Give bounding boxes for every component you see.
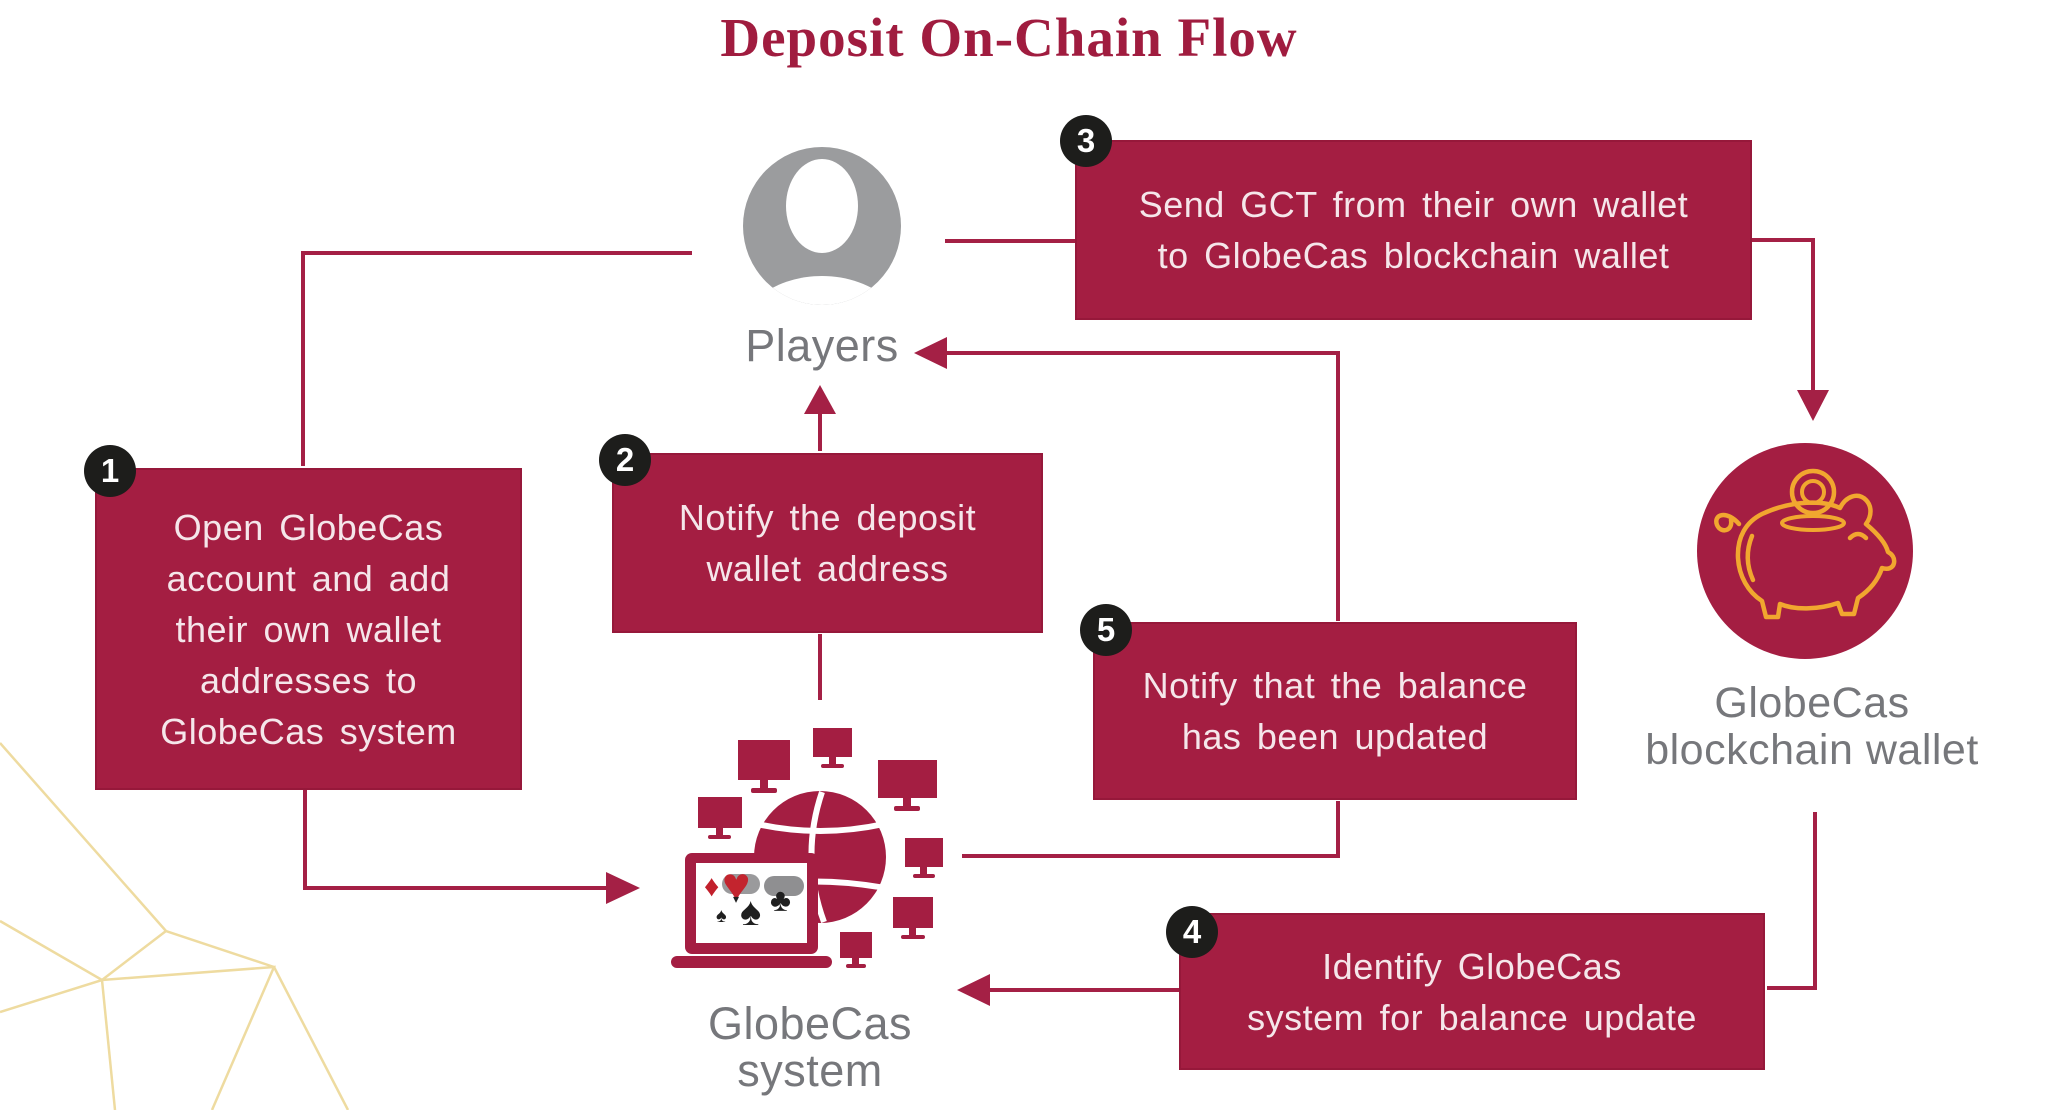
step3-box: Send GCT from their own wallet to GlobeC…	[1075, 140, 1752, 320]
step1-text-line: addresses to	[199, 659, 418, 701]
heart-suit-icon: ♥	[722, 859, 751, 912]
step4-text-line: system for balance update	[1247, 996, 1697, 1038]
monitor-icon	[878, 760, 937, 811]
arrowheads	[606, 337, 1829, 1006]
step2-text-line: Notify the deposit	[678, 497, 977, 538]
piggy-tail	[1714, 512, 1742, 533]
club-suit-icon: ♣	[770, 882, 791, 918]
connector-step1-to-system	[303, 790, 606, 890]
system-label-line: GlobeCas	[707, 998, 913, 1049]
step1-box: Open GlobeCas account and add their own …	[95, 468, 522, 790]
spade-suit-icon: ♠	[740, 890, 762, 934]
globe-network-laptop-icon	[671, 728, 943, 968]
step3-text-line: Send GCT from their own wallet	[1138, 184, 1689, 225]
step5-text-line: Notify that the balance	[1142, 665, 1528, 706]
piggy-body	[1735, 493, 1897, 620]
piggy-bank-icon	[1697, 443, 1913, 659]
connector-wallet-to-step4	[1767, 812, 1817, 990]
step4-box: Identify GlobeCas system for balance upd…	[1179, 913, 1765, 1070]
step1-text-line: account and add	[166, 557, 451, 599]
cloud-icon	[722, 874, 760, 894]
coin-slot	[1780, 514, 1846, 532]
arrowhead-left-into-players	[914, 337, 947, 369]
monitor-icon	[813, 728, 852, 768]
wallet-label-line: GlobeCas	[1714, 679, 1910, 727]
step4-number-badge: 4	[1166, 906, 1218, 958]
tiny-arrow-icon: ▾	[776, 895, 783, 909]
piggy-leg-crease	[1745, 533, 1756, 583]
step3-number-badge: 3	[1060, 115, 1112, 167]
step1-text-line: Open GlobeCas	[173, 506, 444, 548]
decorative-mesh-lines	[0, 742, 350, 1110]
monitor-icon	[738, 740, 790, 793]
page-title: Deposit On-Chain Flow	[720, 7, 1298, 68]
connector-lines	[301, 238, 1817, 992]
step1-text-line: GlobeCas system	[160, 710, 457, 752]
step1-number-badge: 1	[84, 445, 136, 497]
connector-step3-to-wallet	[1750, 238, 1815, 390]
step2-text-line: wallet address	[706, 548, 949, 589]
monitor-icon	[840, 932, 872, 968]
step5-box: Notify that the balance has been updated	[1093, 622, 1577, 800]
cloud-icon	[764, 876, 804, 896]
arrowhead-right-into-system	[606, 872, 640, 904]
connector-players-to-step1	[301, 251, 692, 466]
system-label-line: system	[737, 1045, 883, 1096]
tiny-arrow-icon: ▾	[733, 892, 740, 906]
globecas-system-label: GlobeCas system	[708, 1000, 912, 1094]
avatar-head	[786, 159, 858, 253]
monitor-icon	[905, 838, 943, 878]
step3-text-line: to GlobeCas blockchain wallet	[1157, 235, 1670, 276]
step5-text-line: has been updated	[1181, 716, 1489, 757]
arrowhead-down-into-wallet	[1797, 390, 1829, 421]
step1-text-line: their own wallet	[175, 608, 442, 650]
step5-number-badge: 5	[1080, 604, 1132, 656]
step4-text-line: Identify GlobeCas	[1322, 945, 1622, 987]
arrowhead-left-into-system	[957, 974, 990, 1006]
connector-system-to-step5	[962, 801, 1340, 858]
monitor-icon	[698, 797, 742, 839]
blockchain-wallet-label: GlobeCas blockchain wallet	[1645, 680, 1979, 774]
connector-step5-to-players	[947, 351, 1340, 621]
arrowhead-up-into-players	[804, 385, 836, 414]
players-label: Players	[745, 320, 899, 371]
piggy-eye	[1847, 531, 1869, 541]
coin-icon	[1789, 468, 1837, 516]
small-spade-suit-icon: ♠	[716, 905, 727, 927]
person-avatar-icon	[743, 147, 901, 305]
step2-number-badge: 2	[599, 434, 651, 486]
monitor-icon	[893, 897, 933, 939]
wallet-label-line: blockchain wallet	[1645, 726, 1979, 774]
step2-box: Notify the deposit wallet address	[612, 453, 1043, 633]
network-monitor-icons	[698, 728, 943, 968]
diamond-suit-icon: ♦	[704, 870, 720, 903]
avatar-shoulders	[743, 276, 901, 305]
